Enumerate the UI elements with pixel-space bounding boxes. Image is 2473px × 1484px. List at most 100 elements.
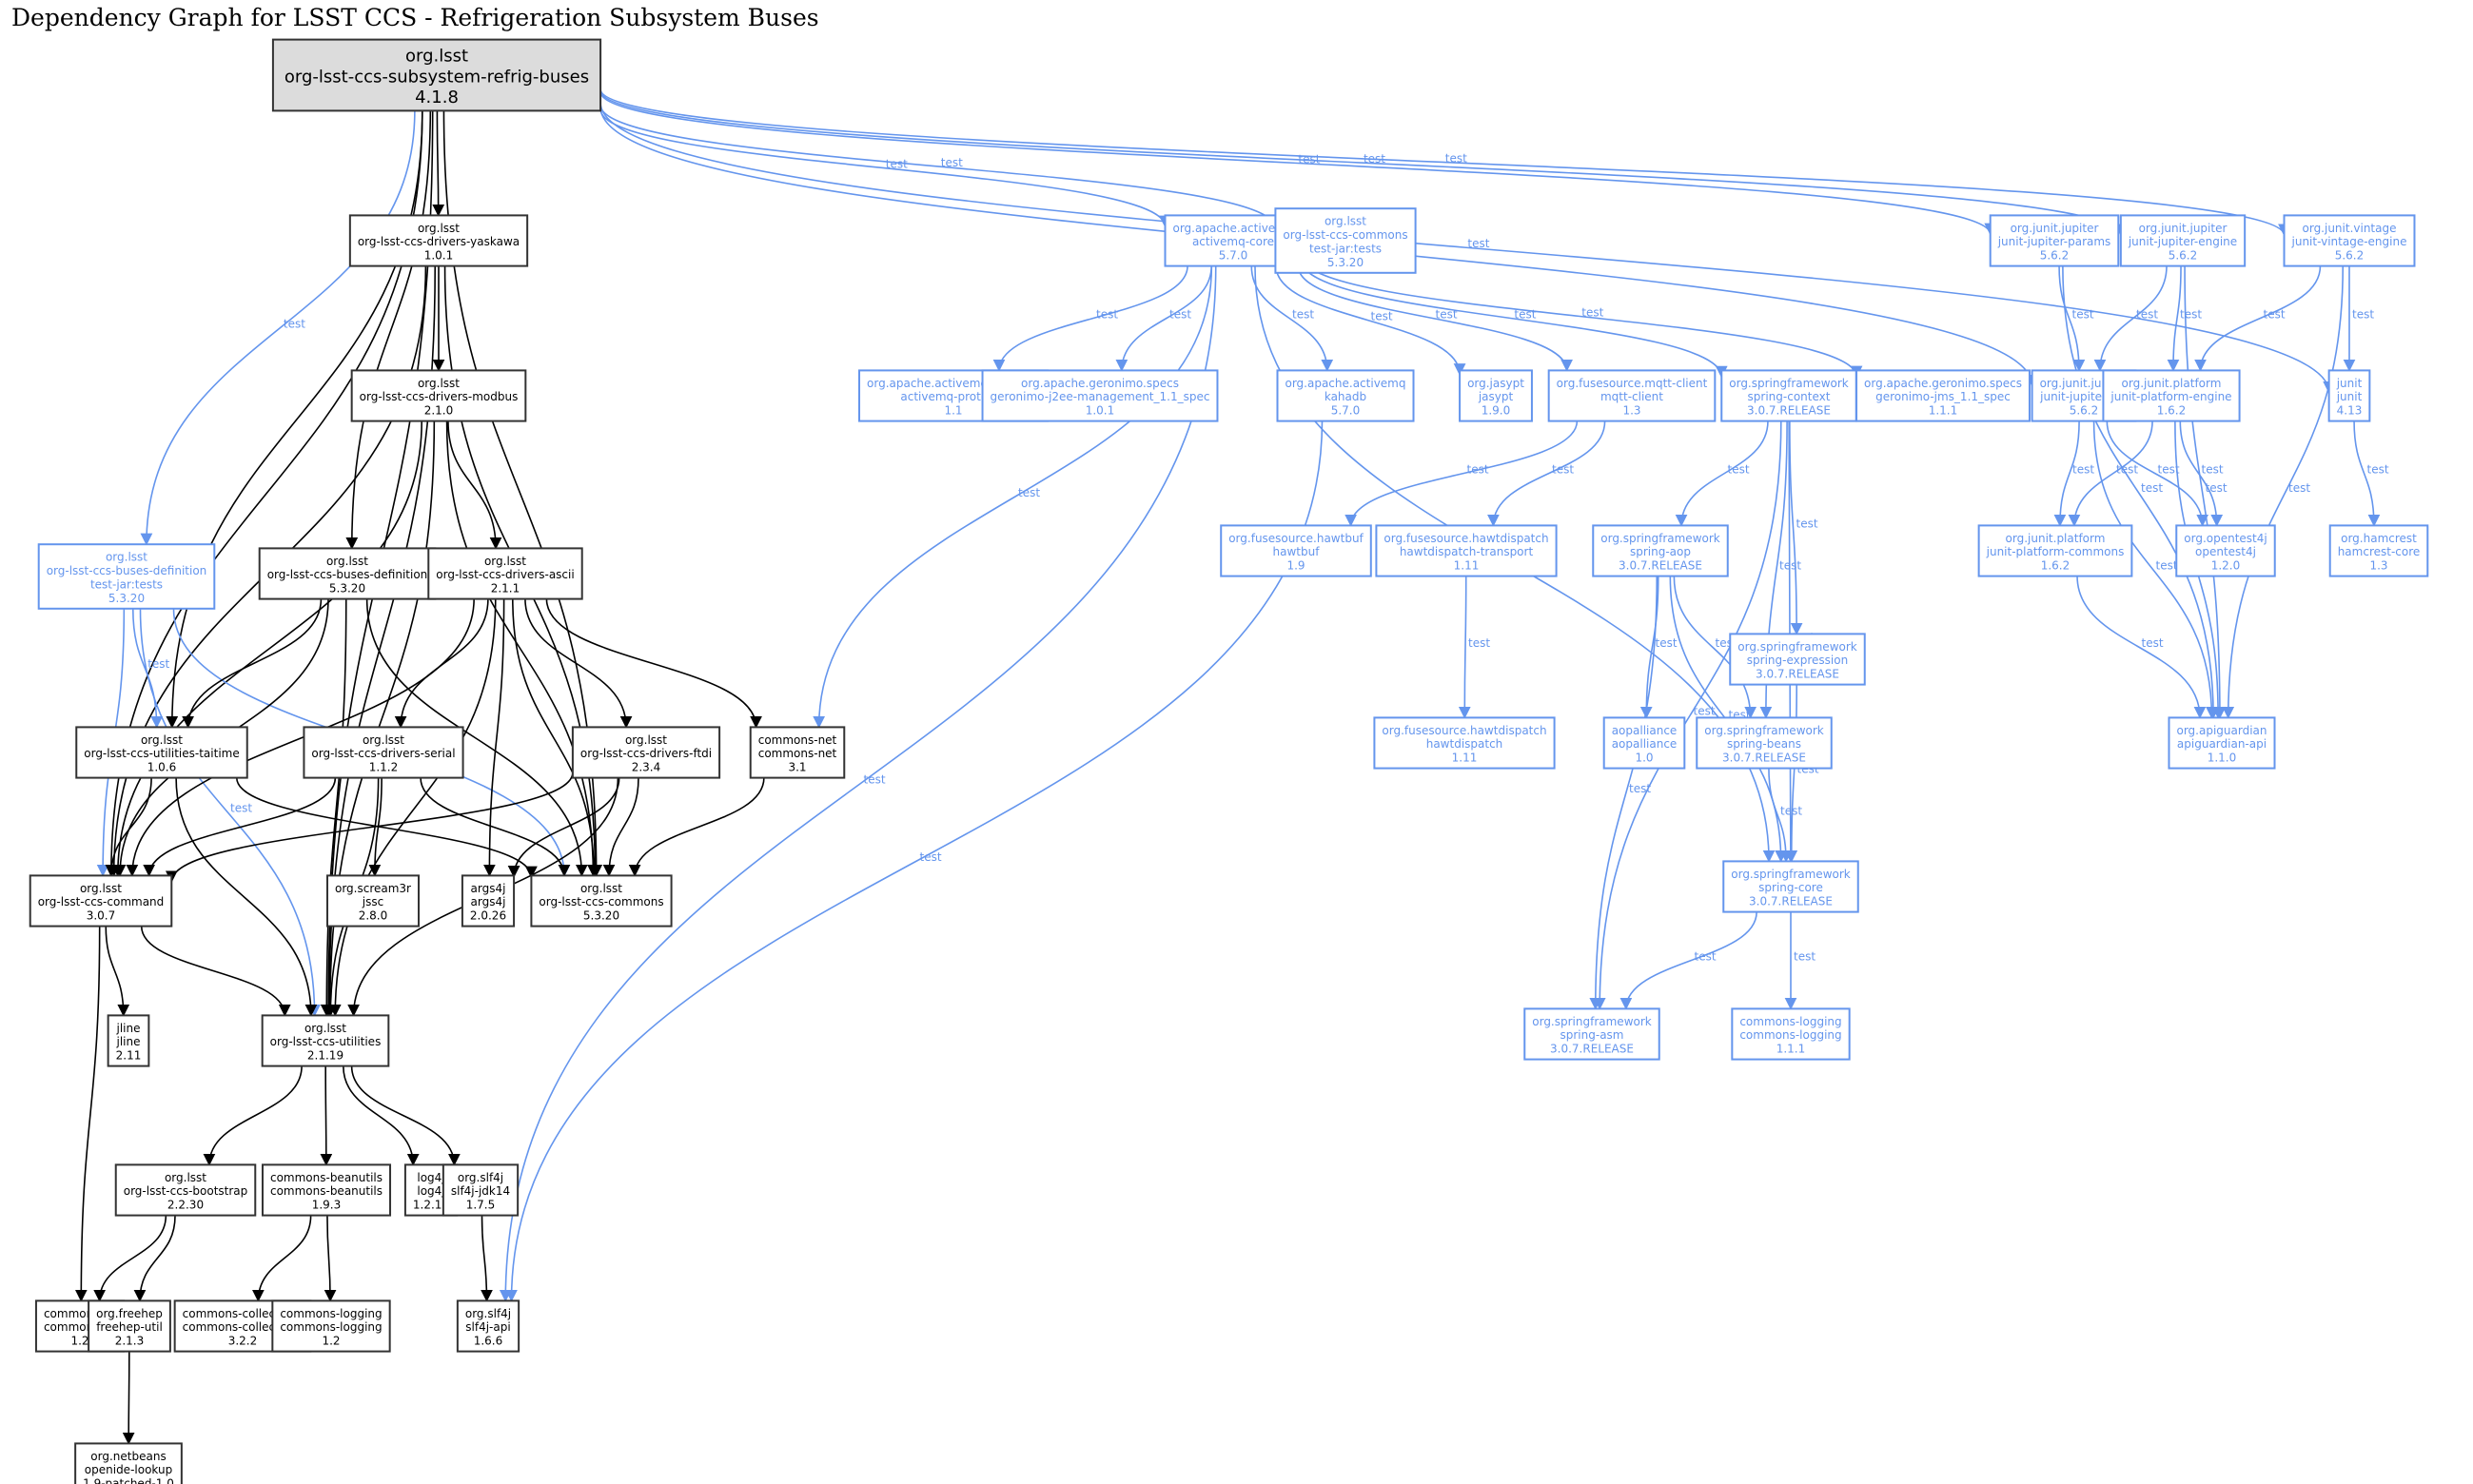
edge-utilities-to-slf4jjdk <box>350 1065 461 1166</box>
node-artifact: org-lsst-ccs-drivers-ftdi <box>580 747 712 760</box>
node-springbeans[interactable]: org.springframeworkspring-beans3.0.7.REL… <box>1696 716 1833 770</box>
node-version: 1.2 <box>70 1335 88 1348</box>
node-box <box>2168 716 2276 770</box>
node-hawtdispatch[interactable]: org.fusesource.hawtdispatchhawtdispatch1… <box>1373 716 1556 770</box>
node-box <box>427 547 583 600</box>
node-group: org.scream3r <box>335 882 411 895</box>
node-springcore[interactable]: org.springframeworkspring-core3.0.7.RELE… <box>1722 860 1859 913</box>
dependency-edge: test <box>1675 420 1769 527</box>
dependency-edge: test <box>2179 420 2224 527</box>
dependency-edge: test <box>2106 420 2209 527</box>
node-version: 3.0.7.RELEASE <box>1749 895 1833 908</box>
node-group: jline <box>116 1022 141 1035</box>
node-artifact: org-lsst-ccs-command <box>38 895 165 908</box>
node-group: args4j <box>471 882 506 895</box>
node-box <box>1375 524 1558 577</box>
node-version: 3.0.7 <box>87 909 116 923</box>
node-group: org.freehep <box>96 1307 163 1320</box>
edge-ascii-to-commonsnet <box>545 598 762 729</box>
node-openide[interactable]: org.netbeansopenide-lookup1.9-patched-1.… <box>74 1442 183 1484</box>
edge-hdtransport-to-hawtdispatch <box>1458 576 1471 719</box>
node-springctx[interactable]: org.springframeworkspring-context3.0.7.R… <box>1720 369 1857 422</box>
node-box <box>261 1014 390 1067</box>
node-box <box>1523 1007 1660 1061</box>
node-version: 2.0.26 <box>470 909 506 923</box>
dependency-edge <box>143 777 337 877</box>
node-taitime[interactable]: org.lsstorg-lsst-ccs-utilities-taitime1.… <box>75 726 248 779</box>
edge-ftdi-to-commons <box>602 777 639 877</box>
node-commons_test[interactable]: org.lsstorg-lsst-ccs-commonstest-jar:tes… <box>1274 207 1417 274</box>
edge-japi-to-opentest4j <box>2106 420 2209 527</box>
node-vintage[interactable]: org.junit.vintagejunit-vintage-engine5.6… <box>2283 214 2416 267</box>
dependency-edge <box>251 1215 312 1302</box>
edge-root-to-jparams <box>599 91 1996 236</box>
node-box <box>88 1299 171 1353</box>
node-group: org.lsst <box>165 1171 206 1184</box>
node-root[interactable]: org.lsstorg-lsst-ccs-subsystem-refrig-bu… <box>271 38 602 112</box>
dependency-edge <box>507 777 620 878</box>
node-jms[interactable]: org.apache.geronimo.specsgeronimo-jms_1.… <box>1855 369 2031 422</box>
node-springexpr[interactable]: org.springframeworkspring-expression3.0.… <box>1729 633 1866 686</box>
edge-scope-label: test <box>1436 308 1458 322</box>
dependency-edge <box>320 598 347 1017</box>
node-busesdef[interactable]: org.lsstorg-lsst-ccs-buses-definition5.3… <box>258 547 437 600</box>
edge-scope-label: test <box>1467 463 1489 477</box>
edge-pengine-to-pcommons <box>2068 420 2153 527</box>
node-box <box>261 1163 392 1217</box>
node-pcommons[interactable]: org.junit.platformjunit-platform-commons… <box>1977 524 2133 577</box>
node-yaskawa[interactable]: org.lsstorg-lsst-ccs-drivers-yaskawa1.0.… <box>348 214 529 267</box>
node-springasm[interactable]: org.springframeworkspring-asm3.0.7.RELEA… <box>1523 1007 1660 1061</box>
node-version: 2.1.1 <box>491 582 520 596</box>
node-jparams[interactable]: org.junit.jupiterjunit-jupiter-params5.6… <box>1989 214 2120 267</box>
node-version: 1.9.3 <box>312 1199 342 1212</box>
edge-scope-label: test <box>920 850 942 864</box>
edge-command-to-commonscli <box>74 926 101 1302</box>
node-pengine[interactable]: org.junit.platformjunit-platform-engine1… <box>2102 369 2241 422</box>
node-group: org.junit.jupiter <box>2011 222 2099 235</box>
edge-scope-label: test <box>2202 463 2224 477</box>
node-version: 3.0.7.RELEASE <box>1722 752 1806 765</box>
node-artifact: slf4j-api <box>465 1320 510 1334</box>
node-version: 5.6.2 <box>2040 249 2070 263</box>
edge-scope-label: test <box>1656 636 1678 650</box>
node-springaop[interactable]: org.springframeworkspring-aop3.0.7.RELEA… <box>1592 524 1729 577</box>
dependency-edge <box>320 1065 333 1166</box>
edge-vintage-to-pengine <box>2194 265 2322 372</box>
dependency-edge <box>175 777 318 1017</box>
node-hdtransport[interactable]: org.fusesource.hawtdispatchhawtdispatch-… <box>1375 524 1558 577</box>
edge-jparams-to-japi <box>2058 265 2086 372</box>
node-box <box>29 874 173 928</box>
node-busesdef_test[interactable]: org.lsstorg-lsst-ccs-buses-definitiontes… <box>37 543 216 610</box>
edge-scope-label: test <box>1467 237 1489 250</box>
node-jengine[interactable]: org.junit.jupiterjunit-jupiter-engine5.6… <box>2119 214 2247 267</box>
node-j2ee[interactable]: org.apache.geronimo.specsgeronimo-j2ee-m… <box>981 369 1219 422</box>
